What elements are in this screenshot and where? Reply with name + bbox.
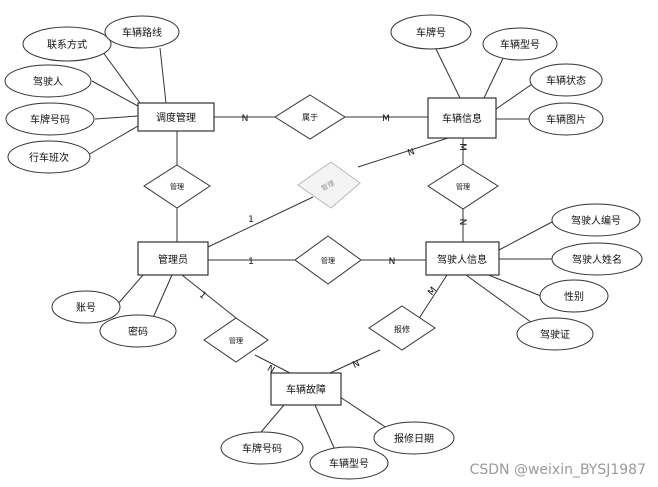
- relation-manage-dispatch-label: 管理: [170, 182, 184, 191]
- relation-repair-report-label: 报修: [394, 324, 410, 334]
- attr-password[interactable]: 密码: [99, 314, 177, 348]
- entity-dispatch-label: 调度管理: [156, 111, 196, 124]
- relation-repair-report[interactable]: 报修: [368, 305, 436, 351]
- card-admin-manage: 1: [248, 257, 254, 267]
- attr-driver[interactable]: 驾驶人: [4, 64, 92, 98]
- card-repair-driver: M: [426, 285, 439, 297]
- card-fault-repair: N: [351, 359, 361, 371]
- attr-model-b[interactable]: 车辆型号: [309, 446, 389, 480]
- watermark: CSDN @weixin_BYSJ1987: [470, 462, 646, 478]
- attr-model-a[interactable]: 车辆型号: [482, 27, 558, 61]
- attr-shift-label: 行车班次: [29, 151, 69, 164]
- attr-model-a-label: 车辆型号: [500, 38, 540, 51]
- attr-shift[interactable]: 行车班次: [7, 140, 91, 174]
- card-vehicle-manage: M: [457, 143, 467, 151]
- card-faded-vehicle: N: [406, 147, 416, 159]
- card-manage-driver-top: N: [457, 219, 467, 226]
- entity-vehicle-fault-label: 车辆故障: [286, 383, 326, 396]
- entity-driver-info[interactable]: 驾驶人信息: [425, 241, 500, 276]
- card-manage-driver-left: N: [389, 257, 396, 267]
- attr-gender-label: 性别: [564, 290, 584, 303]
- relation-manage-dispatch[interactable]: 管理: [143, 164, 211, 209]
- relation-manage-faded[interactable]: 管理: [297, 161, 361, 209]
- entity-admin-label: 管理员: [158, 253, 188, 266]
- entity-vehicle-info[interactable]: 车辆信息: [427, 97, 497, 139]
- relation-manage-vehicle-label: 管理: [456, 182, 470, 191]
- attr-status-label: 车辆状态: [546, 74, 586, 87]
- attr-picture[interactable]: 车辆图片: [528, 102, 604, 136]
- attr-license[interactable]: 驾驶证: [516, 317, 594, 351]
- attr-plate-b[interactable]: 车牌号码: [220, 431, 304, 465]
- attr-route-label: 车辆路线: [122, 26, 162, 39]
- attr-driver-name-label: 驾驶人姓名: [572, 253, 622, 266]
- attr-status[interactable]: 车辆状态: [529, 63, 603, 97]
- card-fault-rel-fault: N: [265, 364, 276, 376]
- relation-manage-vehicle[interactable]: 管理: [427, 163, 499, 210]
- attr-driver-no[interactable]: 驾驶人编号: [551, 203, 641, 237]
- attr-driver-label: 驾驶人: [33, 75, 63, 88]
- card-dispatch-belongs: N: [242, 114, 249, 124]
- attr-plate-label: 车牌号: [416, 26, 446, 39]
- relation-manage-driver[interactable]: 管理: [294, 235, 362, 285]
- entity-dispatch[interactable]: 调度管理: [137, 102, 215, 132]
- attr-account-label: 账号: [76, 302, 96, 314]
- attr-gender[interactable]: 性别: [539, 279, 609, 313]
- entity-admin[interactable]: 管理员: [137, 241, 209, 276]
- attr-plate-b-label: 车牌号码: [242, 442, 282, 455]
- attr-license-label: 驾驶证: [540, 328, 570, 341]
- relation-manage-fault[interactable]: 管理: [203, 317, 269, 363]
- attr-picture-label: 车辆图片: [546, 113, 586, 126]
- attr-plate[interactable]: 车牌号: [390, 14, 472, 50]
- attr-repair-date[interactable]: 报修日期: [373, 421, 455, 455]
- relation-manage-driver-label: 管理: [321, 256, 335, 265]
- relation-belongs-label: 属于: [302, 113, 318, 122]
- attr-plate-a-label: 车牌号码: [30, 113, 70, 126]
- attr-plate-a[interactable]: 车牌号码: [5, 102, 95, 136]
- card-belongs-vehicle: M: [382, 114, 390, 124]
- attr-route[interactable]: 车辆路线: [104, 15, 180, 49]
- attr-contact-label: 联系方式: [47, 38, 87, 51]
- attr-driver-no-label: 驾驶人编号: [571, 214, 621, 227]
- card-admin-faded: 1: [248, 215, 254, 225]
- attr-contact[interactable]: 联系方式: [22, 26, 112, 62]
- attr-model-b-label: 车辆型号: [329, 457, 369, 470]
- relation-manage-fault-label: 管理: [229, 336, 243, 345]
- attr-repair-date-label: 报修日期: [394, 432, 434, 445]
- entity-vehicle-fault[interactable]: 车辆故障: [270, 372, 342, 406]
- attr-driver-name[interactable]: 驾驶人姓名: [551, 242, 643, 276]
- relation-belongs[interactable]: 属于: [274, 94, 346, 140]
- attr-account[interactable]: 账号: [51, 290, 121, 324]
- card-admin-fault-rel: 1: [197, 290, 208, 301]
- cardinality-labels: N M 1 N M N 1 N 1 N N M: [197, 114, 467, 376]
- entity-vehicle-info-label: 车辆信息: [442, 112, 482, 125]
- attr-password-label: 密码: [128, 325, 148, 338]
- entity-driver-info-label: 驾驶人信息: [437, 253, 487, 266]
